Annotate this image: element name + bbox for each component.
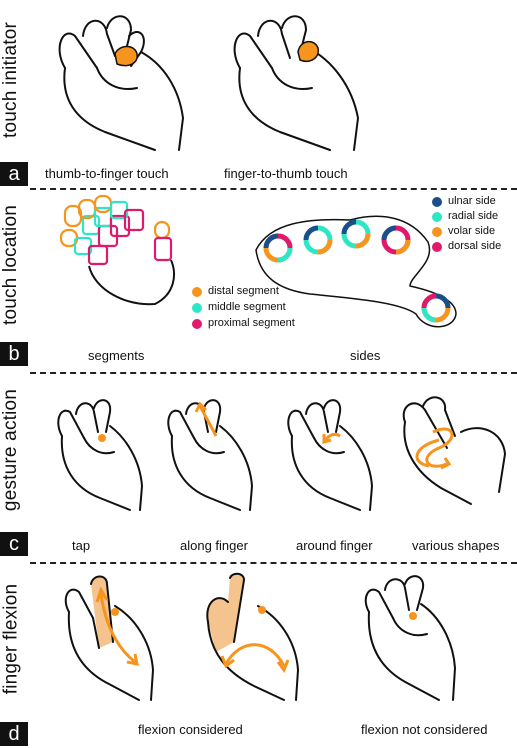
- hand-various-shapes-illustration: [395, 392, 510, 512]
- caption-thumb-to-finger: thumb-to-finger touch: [45, 166, 169, 181]
- caption-around-finger: around finger: [296, 538, 373, 553]
- legend-radial-side: radial side: [448, 210, 498, 222]
- hand-along-finger-illustration: [160, 396, 260, 516]
- caption-segments: segments: [88, 348, 144, 363]
- panel-touch-initiator: touch initiator a thumb-to-finger touch …: [0, 0, 517, 190]
- hand-tap-illustration: [50, 396, 150, 516]
- hand-flexion-straight-illustration: [55, 572, 170, 707]
- panel-badge-c: c: [0, 532, 28, 556]
- side-label-gesture-action: gesture action: [0, 374, 22, 526]
- caption-various-shapes: various shapes: [412, 538, 499, 553]
- hand-thumb-to-finger-illustration: [45, 8, 205, 158]
- legend-volar-side: volar side: [448, 225, 495, 237]
- panel-touch-location: touch location b distal segment middle s…: [0, 190, 517, 370]
- legend-dot-ulnar: [432, 197, 442, 207]
- legend-dot-distal: [192, 287, 202, 297]
- caption-tap: tap: [72, 538, 90, 553]
- hand-segments-illustration: [55, 194, 195, 314]
- hand-flexion-bent-illustration: [200, 572, 315, 707]
- legend-dot-middle: [192, 303, 202, 313]
- caption-along-finger: along finger: [180, 538, 248, 553]
- side-label-touch-initiator: touch initiator: [0, 0, 22, 160]
- legend-dot-volar: [432, 227, 442, 237]
- hand-finger-to-thumb-illustration: [220, 8, 380, 158]
- side-label-finger-flexion: finger flexion: [0, 564, 22, 714]
- caption-flexion-considered: flexion considered: [138, 722, 243, 737]
- legend-dot-proximal: [192, 319, 202, 329]
- panel-badge-b: b: [0, 342, 28, 366]
- panel-badge-d: d: [0, 722, 28, 746]
- caption-flexion-not-considered: flexion not considered: [361, 722, 487, 737]
- caption-sides: sides: [350, 348, 380, 363]
- panel-badge-a: a: [0, 162, 28, 186]
- side-label-touch-location: touch location: [0, 190, 22, 340]
- legend-ulnar-side: ulnar side: [448, 195, 496, 207]
- hand-no-flexion-illustration: [355, 572, 470, 707]
- panel-gesture-action: gesture action c: [0, 374, 517, 560]
- hand-around-finger-illustration: [280, 396, 380, 516]
- legend-dot-radial: [432, 212, 442, 222]
- panel-finger-flexion: finger flexion d: [0, 564, 517, 748]
- legend-dorsal-side: dorsal side: [448, 240, 501, 252]
- legend-dot-dorsal: [432, 242, 442, 252]
- caption-finger-to-thumb: finger-to-thumb touch: [224, 166, 348, 181]
